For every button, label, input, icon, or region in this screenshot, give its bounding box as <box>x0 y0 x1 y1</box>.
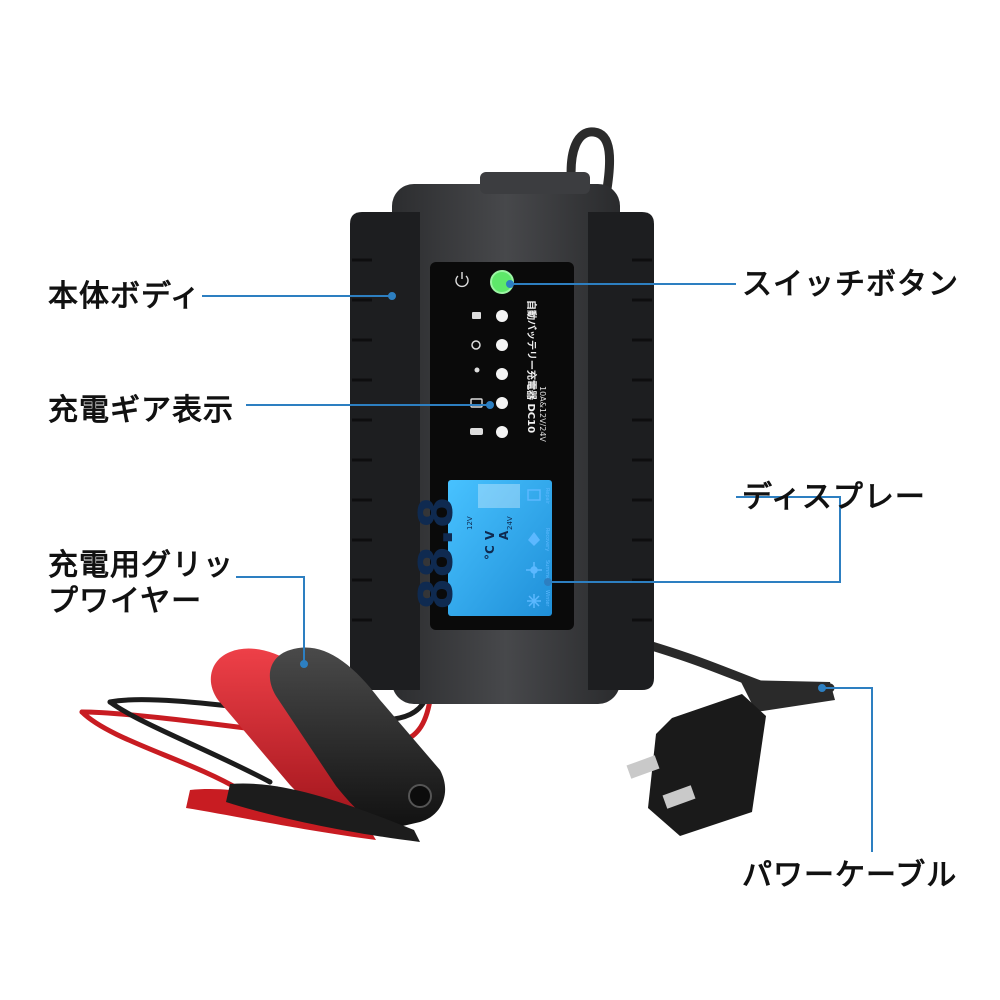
car-icon <box>470 428 483 435</box>
lcd-digits: 88.8 <box>409 497 463 611</box>
gear-mode-icons <box>470 312 483 435</box>
motorcycle-icon <box>471 340 481 350</box>
leader-cable <box>822 687 873 852</box>
snowflake-icon <box>527 594 541 608</box>
callout-body: 本体ボディ <box>48 279 201 314</box>
lcd-unit-v: V <box>483 530 497 540</box>
svg-text:Repair: Repair <box>544 488 550 505</box>
lcd-display: 88.8 °C V A 12V 24V <box>409 480 552 616</box>
sun-icon <box>526 562 542 578</box>
engine-icon <box>472 312 481 319</box>
lcd-volt-24: 24V <box>506 516 514 530</box>
callout-grip-wire-line1: 充電用グリッ <box>48 548 234 583</box>
lcd-unit-a: A <box>497 530 511 540</box>
person-icon <box>474 367 480 373</box>
rating-text: 10A&12V/24V <box>538 386 547 442</box>
power-plug <box>626 680 835 836</box>
callout-gear-display: 充電ギア表示 <box>48 393 234 428</box>
gear-indicators <box>496 310 508 438</box>
product-name-text: 自動バッテリー充電器 DC10 <box>525 300 538 433</box>
top-cable-loop <box>566 127 615 200</box>
battery-icon <box>470 398 483 408</box>
power-switch-icon <box>455 272 469 288</box>
callout-switch-button: スイッチボタン <box>742 267 959 302</box>
black-clamp <box>226 647 446 842</box>
svg-text:Recovery: Recovery <box>544 528 550 551</box>
lcd-volt-12: 12V <box>466 516 474 530</box>
svg-text:Summer: Summer <box>544 560 550 582</box>
callout-grip-wire: 充電用グリッ プワイヤー <box>48 548 234 620</box>
callout-power-cable: パワーケーブル <box>742 858 958 893</box>
charger-body <box>350 172 654 704</box>
lcd-unit-c: °C <box>483 545 497 560</box>
leader-lines <box>202 280 873 852</box>
callout-display: ディスプレー <box>742 480 926 515</box>
lcd-mode-icons: Repair Recovery Summer Winter <box>526 488 550 608</box>
svg-text:Winter: Winter <box>544 590 550 607</box>
callout-grip-wire-line2: プワイヤー <box>48 584 203 619</box>
leader-grip <box>236 576 305 664</box>
leader-display <box>548 496 841 583</box>
